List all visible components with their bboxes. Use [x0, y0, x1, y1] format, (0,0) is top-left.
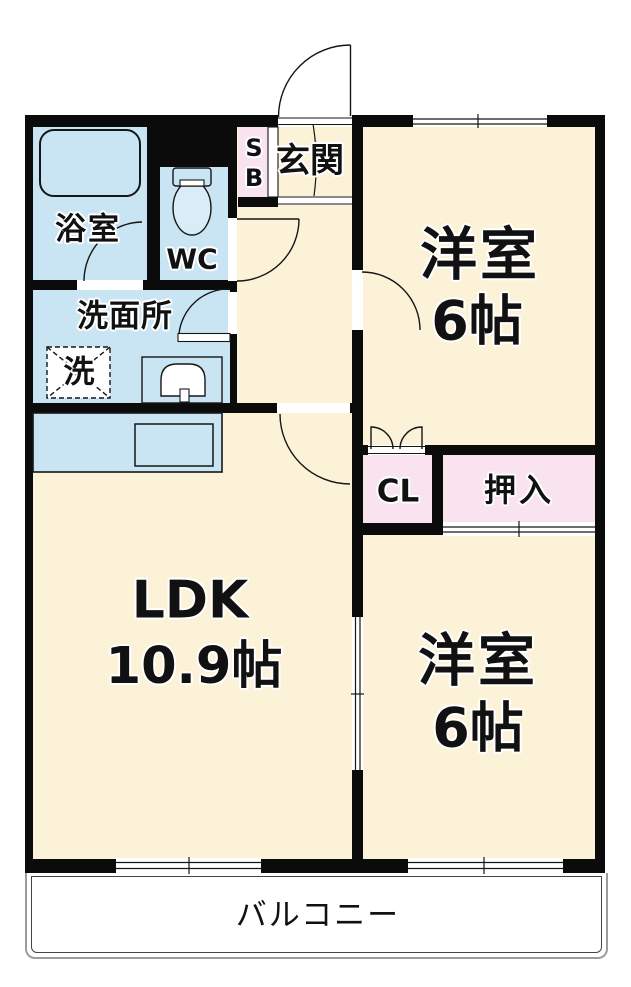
closet-label: CL	[376, 473, 420, 510]
entrance-label: 玄関	[276, 141, 344, 182]
bedroom-top-door-opening	[352, 270, 363, 330]
wc-label: WC	[166, 242, 218, 276]
bedroom-top-label: 洋室	[420, 222, 540, 289]
closet-door-opening	[368, 445, 425, 455]
toilet-bowl-icon	[172, 180, 212, 236]
room-shoebox	[238, 127, 268, 197]
wc-door-arc	[236, 218, 300, 282]
sink-drain-icon	[179, 388, 190, 403]
bedroom-bottom-size: 6帖	[432, 696, 524, 760]
bathtub-icon	[39, 129, 141, 197]
bedroom-bottom-window	[408, 858, 563, 873]
washer-pan-icon	[46, 346, 111, 399]
washroom-door-leaf	[177, 332, 231, 343]
ldk-size: 10.9帖	[105, 637, 283, 697]
entrance-door-arc	[277, 44, 351, 118]
entrance-step	[278, 196, 352, 205]
ldk-door-arc	[279, 413, 351, 485]
wall-patch	[238, 197, 278, 207]
room-closet	[363, 455, 432, 523]
balcony-label: バルコニー	[235, 897, 401, 934]
ldk-label: LDK	[131, 570, 249, 631]
kitchen-counter-icon	[32, 412, 223, 473]
shoebox-label: S B	[244, 134, 264, 192]
oshiire-label: 押入	[483, 471, 555, 510]
entrance-inner-curve	[312, 123, 317, 197]
room-bedroom-top	[363, 127, 595, 445]
toilet-lid-icon	[179, 179, 205, 187]
balcony-inner-line	[31, 876, 602, 953]
shoebox-door	[267, 126, 279, 198]
washer-label: 洗	[63, 354, 95, 391]
balcony-area	[25, 873, 608, 959]
room-ldk	[33, 413, 352, 859]
vanity-counter-icon	[141, 356, 223, 404]
closet-bifold-right	[399, 426, 423, 450]
wc-door-opening	[228, 218, 237, 281]
bedroom-bottom-label: 洋室	[418, 628, 538, 695]
kitchen-sink-icon	[134, 423, 214, 467]
room-oshiire	[443, 455, 595, 523]
bedroom-top-size: 6帖	[431, 289, 523, 353]
washroom-door-arc	[178, 288, 231, 335]
washroom-label: 洗面所	[77, 298, 173, 335]
sink-basin-icon	[160, 363, 206, 397]
closet-bifold-left	[370, 426, 394, 450]
ldk-door-opening	[277, 403, 350, 413]
bathroom-door-opening	[77, 280, 143, 290]
bathroom-label: 浴室	[55, 211, 121, 248]
bedroom-top-door-arc	[361, 271, 421, 331]
bathroom-door-arc	[83, 221, 143, 282]
room-bedroom-bottom	[363, 535, 595, 859]
washroom-door-opening	[228, 292, 237, 334]
